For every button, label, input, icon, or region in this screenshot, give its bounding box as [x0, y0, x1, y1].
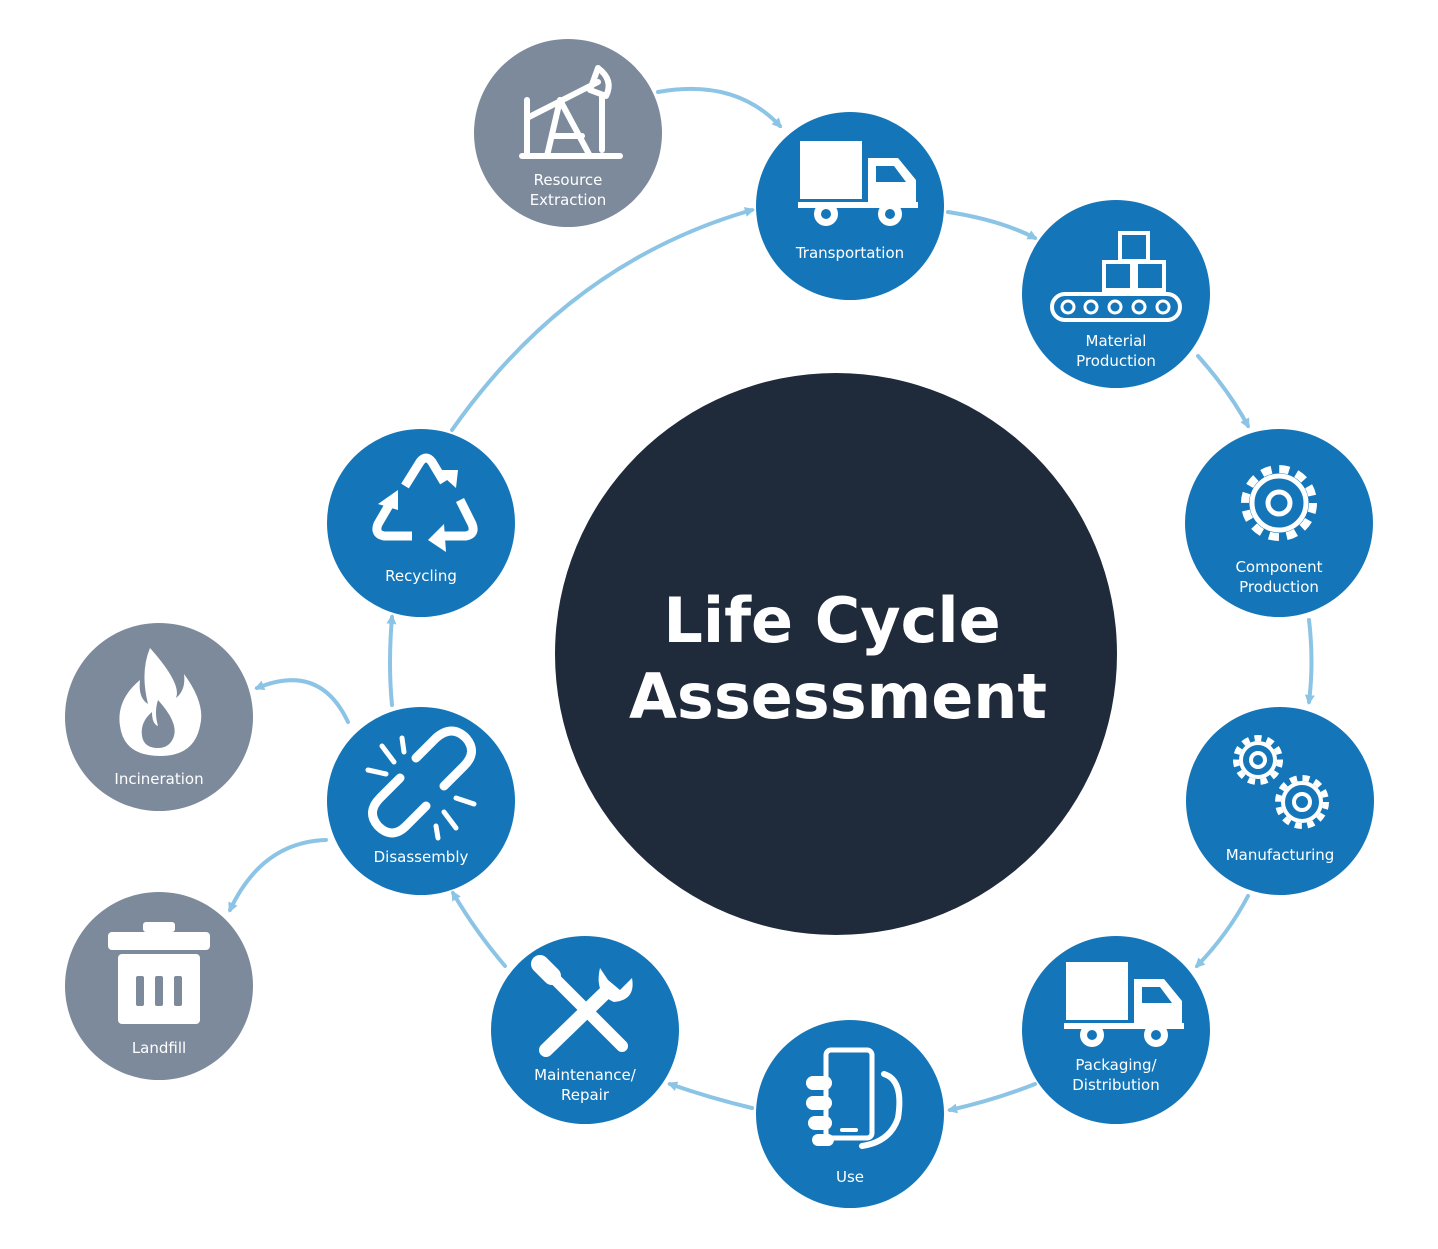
node-circle	[1185, 429, 1373, 617]
node-label-line2: Production	[1239, 578, 1319, 596]
node-manufacturing: Manufacturing	[1186, 707, 1374, 895]
arrow-extraction-to-transportation	[656, 86, 783, 129]
gear-icon	[1241, 465, 1317, 541]
center-title-line1: Life Cycle	[663, 584, 1000, 657]
flame-icon	[119, 648, 202, 756]
node-use: Use	[756, 1020, 944, 1208]
truck-icon	[1064, 962, 1184, 1047]
node-landfill: Landfill	[65, 892, 253, 1080]
node-circle	[756, 1020, 944, 1208]
trash-bin-icon	[108, 922, 210, 1024]
center-node: Life Cycle Assessment	[555, 373, 1117, 935]
arrow-disassembly-to-recycling	[386, 614, 397, 707]
arrow-disassembly-to-landfill	[228, 838, 328, 913]
node-label: Disassembly	[374, 848, 469, 866]
arrow-use-to-maintenance	[667, 1081, 754, 1110]
node-recycling: Recycling	[327, 429, 515, 617]
node-disassembly: Disassembly	[327, 707, 515, 895]
node-label-line2: Production	[1076, 352, 1156, 370]
arrow-maintenance-to-disassembly	[451, 890, 507, 968]
flow-arrows	[228, 86, 1315, 1114]
conveyor-boxes-icon	[1050, 231, 1182, 322]
node-label: Use	[836, 1168, 864, 1186]
node-label: Manufacturing	[1226, 846, 1335, 864]
node-transportation: Transportation	[756, 112, 944, 300]
node-maintenance-repair: Maintenance/ Repair	[491, 936, 679, 1124]
arrow-packaging-to-use	[947, 1082, 1037, 1114]
phone-in-hand-icon	[806, 1047, 903, 1149]
center-title-line2: Assessment	[629, 660, 1047, 733]
recycle-icon	[372, 453, 478, 552]
node-label-line1: Material	[1086, 332, 1147, 350]
wrench-screwdriver-icon	[531, 955, 633, 1057]
arrow-recycling-to-transportation	[450, 207, 755, 432]
node-packaging-distribution: Packaging/ Distribution	[1022, 936, 1210, 1124]
node-circle	[327, 707, 515, 895]
arrow-component-to-manufacturing	[1304, 618, 1315, 705]
node-label: Incineration	[114, 770, 203, 788]
node-label: Transportation	[795, 244, 904, 262]
oil-pump-icon	[519, 65, 623, 159]
node-label: Recycling	[385, 567, 457, 585]
node-label-line1: Maintenance/	[534, 1066, 637, 1084]
node-label-line2: Extraction	[530, 191, 607, 209]
arrow-manufacturing-to-packaging	[1194, 894, 1250, 969]
node-resource-extraction: Resource Extraction	[474, 39, 662, 227]
node-label-line1: Packaging/	[1075, 1056, 1157, 1074]
node-component-production: Component Production	[1185, 429, 1373, 617]
node-label-line2: Repair	[561, 1086, 610, 1104]
node-material-production: Material Production	[1022, 200, 1210, 388]
arrow-disassembly-to-incineration	[254, 678, 350, 724]
truck-icon	[798, 141, 918, 226]
arrow-material-to-component	[1196, 354, 1250, 429]
broken-chain-icon	[365, 726, 477, 841]
node-label-line1: Resource	[534, 171, 603, 189]
node-label-line2: Distribution	[1072, 1076, 1160, 1094]
arrow-transportation-to-material	[946, 210, 1038, 240]
node-label-line1: Component	[1235, 558, 1322, 576]
node-circle	[327, 429, 515, 617]
node-label: Landfill	[132, 1039, 186, 1057]
node-incineration: Incineration	[65, 623, 253, 811]
center-circle	[555, 373, 1117, 935]
two-gears-icon	[1233, 735, 1329, 829]
